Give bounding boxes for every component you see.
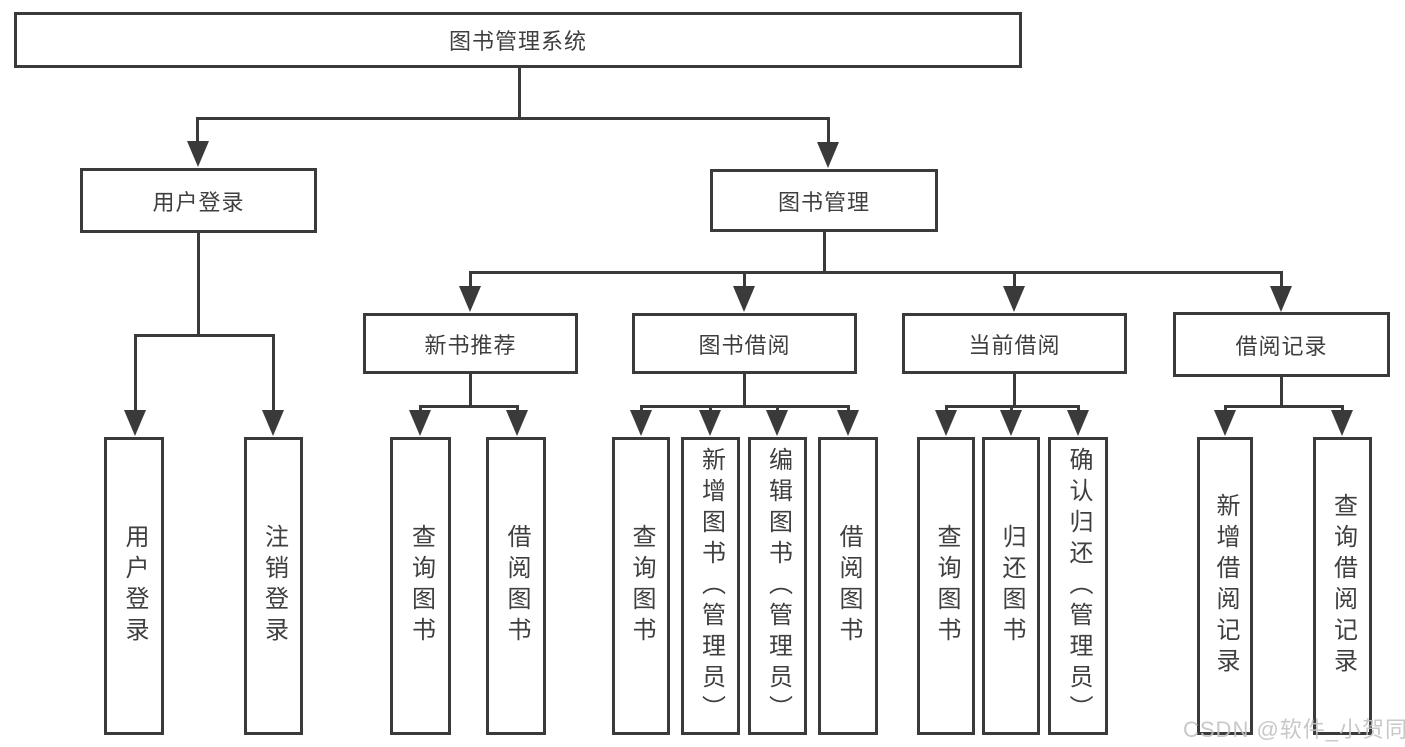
leaf-rec-borrow-books-label: 借阅图书 [503,524,530,648]
leaf-logout: 注销登录 [244,437,303,735]
arrow-to-bb-borrow [837,410,859,436]
arrow-to-new-book [459,286,481,312]
arrow-to-rec-query [409,410,431,436]
connector-stem-bb-borrow [847,405,850,413]
leaf-cb-return-books-label: 归还图书 [998,524,1025,648]
connector-stem-cb-query [945,405,948,413]
connector-new-book-rail [419,405,519,408]
arrow-to-borrow-records [1270,286,1292,312]
node-root: 图书管理系统 [14,12,1022,68]
leaf-rec-query-books: 查询图书 [390,437,451,735]
arrow-to-bb-add [699,410,721,436]
arrow-to-user-login [187,141,209,167]
node-current-borrow-label: 当前借阅 [968,332,1061,358]
arrow-to-cb-confirm [1067,410,1089,436]
leaf-bb-borrow-books-label: 借阅图书 [835,524,862,648]
connector-user-login-stem [197,233,200,337]
leaf-cb-confirm-return: 确认归还（管理员） [1048,437,1108,735]
arrow-to-bb-edit [766,410,788,436]
arrow-to-cb-query [935,410,957,436]
connector-root-stem [518,68,521,119]
connector-stem-current-borrow [1013,271,1016,288]
node-user-login: 用户登录 [80,168,317,233]
arrow-to-leaf-user-login [124,410,146,436]
connector-stem-rec-borrow [516,405,519,413]
leaf-logout-label: 注销登录 [260,524,288,648]
arrow-to-br-query [1331,410,1353,436]
leaf-bb-add-books: 新增图书（管理员） [681,437,740,735]
connector-stem-book-borrow [743,271,746,288]
arrow-to-leaf-logout [262,410,284,436]
connector-stem-cb-confirm [1077,405,1080,413]
connector-level1-rail [196,117,830,120]
node-current-borrow: 当前借阅 [902,313,1127,374]
connector-book-management-stem [823,232,826,274]
leaf-cb-return-books: 归还图书 [982,437,1040,735]
leaf-user-login: 用户登录 [104,437,164,735]
connector-user-login-rail [134,334,275,337]
connector-new-book-stem [469,374,472,407]
connector-stem-bb-query [640,405,643,413]
arrow-to-br-add [1214,410,1236,436]
leaf-br-query-record-label: 查询借阅记录 [1329,493,1357,679]
connector-stem-new-book [469,271,472,288]
leaf-br-add-record-label: 新增借阅记录 [1212,493,1239,679]
leaf-cb-query-books-label: 查询图书 [933,524,960,648]
arrow-to-cb-return [1000,410,1022,436]
leaf-br-query-record: 查询借阅记录 [1313,437,1372,735]
leaf-bb-query-books: 查询图书 [612,437,670,735]
connector-stem-leaf-user-login [134,334,137,412]
node-borrow-records: 借阅记录 [1173,312,1390,377]
connector-level3-rail [469,271,1283,274]
arrow-to-rec-borrow [506,410,528,436]
connector-borrow-records-rail [1224,405,1344,408]
node-book-management-label: 图书管理 [777,189,870,215]
arrow-to-book-management [817,142,839,168]
connector-current-borrow-stem [1013,374,1016,407]
leaf-rec-borrow-books: 借阅图书 [486,437,546,735]
node-new-book-recommend: 新书推荐 [363,313,578,374]
node-root-label: 图书管理系统 [448,29,587,54]
connector-stem-bb-add [709,405,712,413]
arrow-to-bb-query [630,410,652,436]
connector-stem-br-add [1224,405,1227,413]
connector-stem-bb-edit [776,405,779,413]
connector-stem-leaf-logout [272,334,275,412]
leaf-cb-confirm-return-label: 确认归还（管理员） [1065,446,1092,726]
connector-stem-br-query [1341,405,1344,413]
csdn-watermark: CSDN @软件_小贺同学 [1183,717,1405,742]
arrow-to-current-borrow [1003,286,1025,312]
connector-stem-borrow-records [1280,271,1283,288]
connector-stem-cb-return [1010,405,1013,413]
connector-stem-book-management [827,117,830,145]
leaf-bb-edit-books-label: 编辑图书（管理员） [764,446,792,726]
connector-stem-user-login [196,117,199,145]
connector-stem-rec-query [419,405,422,413]
leaf-user-login-label: 用户登录 [121,524,148,648]
leaf-rec-query-books-label: 查询图书 [407,524,435,648]
leaf-bb-borrow-books: 借阅图书 [818,437,878,735]
connector-book-borrow-rail [640,405,850,408]
connector-book-borrow-stem [743,374,746,407]
node-book-borrow: 图书借阅 [632,313,857,374]
leaf-bb-edit-books: 编辑图书（管理员） [748,437,807,735]
arrow-to-book-borrow [733,286,755,312]
node-user-login-label: 用户登录 [152,189,245,215]
node-book-borrow-label: 图书借阅 [698,332,791,358]
connector-borrow-records-stem [1280,377,1283,407]
leaf-bb-add-books-label: 新增图书（管理员） [697,446,725,726]
leaf-br-add-record: 新增借阅记录 [1197,437,1253,735]
node-book-management: 图书管理 [710,169,938,232]
node-new-book-recommend-label: 新书推荐 [424,332,517,358]
node-borrow-records-label: 借阅记录 [1235,333,1328,359]
leaf-bb-query-books-label: 查询图书 [628,524,655,648]
leaf-cb-query-books: 查询图书 [917,437,975,735]
